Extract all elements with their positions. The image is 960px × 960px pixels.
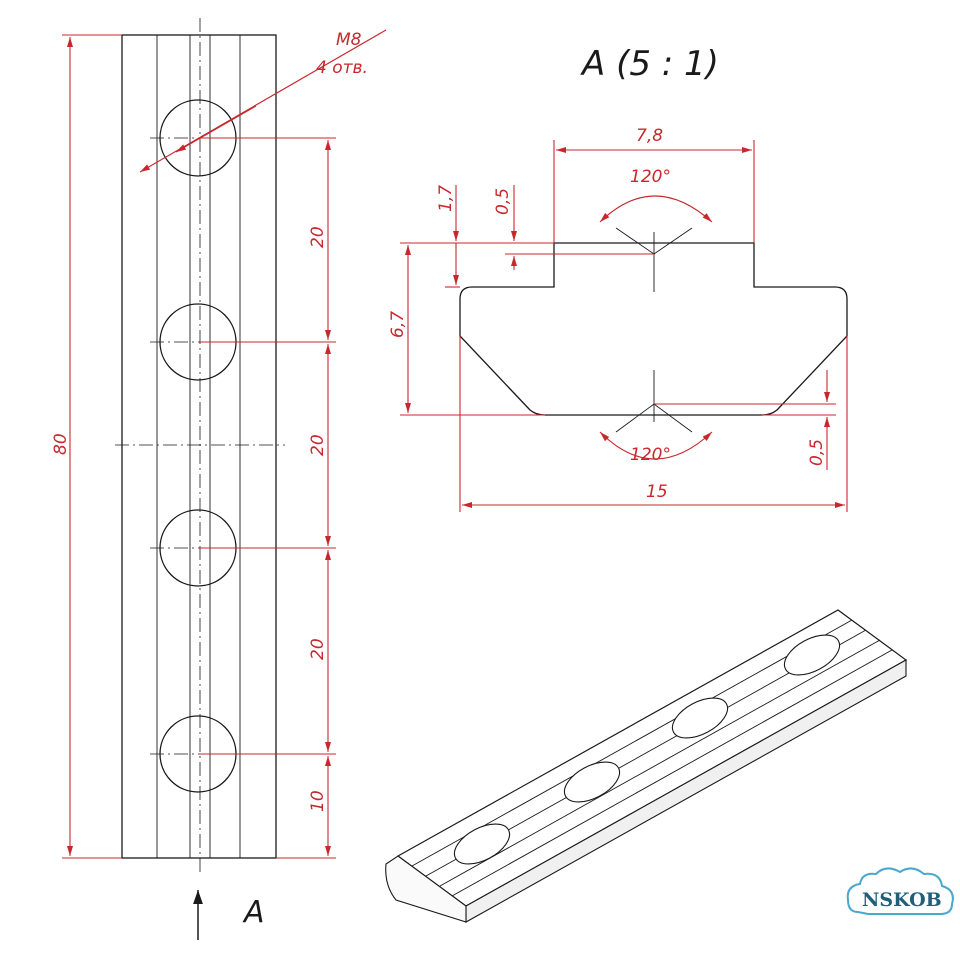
- strip-outline: [121, 34, 277, 859]
- pitch-label-2: 20: [308, 434, 328, 456]
- iso-hole-3: [671, 697, 729, 739]
- thread-note-size: M8: [336, 30, 362, 50]
- iso-hole-2: [563, 761, 621, 803]
- top-depth-label: 0,5: [493, 188, 513, 215]
- overall-length-label: 80: [51, 433, 71, 455]
- logo-text: NSKOB: [862, 889, 942, 911]
- iso-hole-1: [453, 823, 511, 865]
- bottom-angle-label: 120°: [630, 445, 671, 465]
- bottom-depth-label: 0,5: [807, 439, 827, 466]
- top-angle-arc: [599, 195, 713, 223]
- top-width-label: 7,8: [636, 126, 663, 146]
- thread-leader: [139, 29, 387, 173]
- total-height-label: 6,7: [388, 311, 408, 338]
- front-view-dimensions: 80 20 20 20 10 M8 4 отв.: [51, 29, 387, 859]
- thread-note-count: 4 отв.: [316, 58, 368, 78]
- iso-hole-4: [783, 634, 841, 676]
- view-arrow-label: A: [242, 895, 265, 930]
- isometric-view: [385, 609, 908, 923]
- bottom-angle-arc: [599, 431, 713, 460]
- total-width-label: 15: [646, 482, 668, 502]
- end-offset-label: 10: [308, 790, 328, 812]
- top-angle-label: 120°: [630, 167, 671, 187]
- pitch-label-3: 20: [308, 638, 328, 660]
- front-view: [115, 18, 285, 875]
- section-title: A (5 : 1): [580, 44, 719, 84]
- step-height-label: 1,7: [436, 185, 456, 212]
- view-arrow: A: [193, 890, 265, 940]
- section-dimensions: 7,8 120° 1,7 0,5 6,7 120° 0,5: [388, 126, 848, 512]
- section-profile: [459, 227, 848, 433]
- pitch-label-1: 20: [308, 226, 328, 248]
- brand-logo: NSKOB: [846, 867, 954, 915]
